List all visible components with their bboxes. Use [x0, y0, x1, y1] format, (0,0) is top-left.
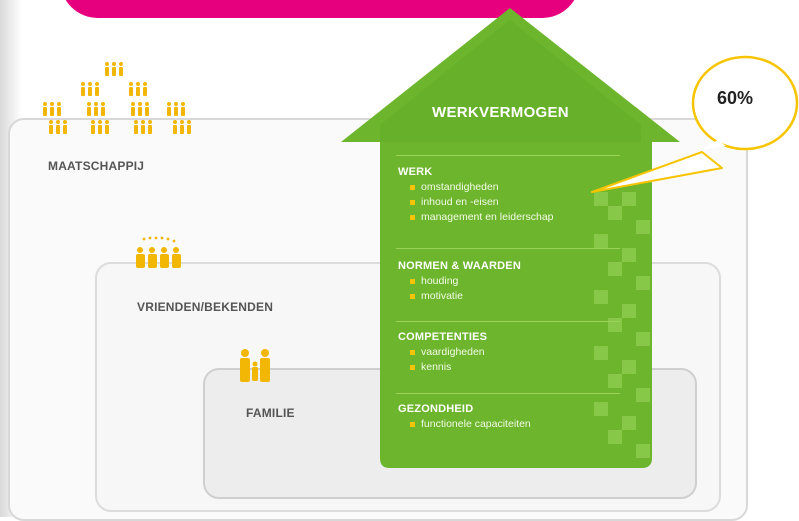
- list-item: houding: [398, 274, 521, 289]
- section-gezondheid: GEZONDHEID functionele capaciteiten: [398, 403, 531, 432]
- section-divider: [396, 155, 620, 156]
- section-heading: COMPETENTIES: [398, 331, 488, 343]
- bullet-icon: [410, 422, 415, 427]
- callout-value: 60%: [717, 88, 754, 108]
- bullet-icon: [410, 294, 415, 299]
- bullet-icon: [410, 185, 415, 190]
- section-divider: [396, 393, 620, 394]
- list-item: vaardigheden: [398, 345, 487, 360]
- list-item: inhoud en -eisen: [398, 195, 554, 210]
- section-heading: NORMEN & WAARDEN: [398, 260, 521, 272]
- item-text: houding: [421, 275, 459, 287]
- bullet-icon: [410, 279, 415, 284]
- item-text: inhoud en -eisen: [421, 196, 499, 208]
- section-normen-waarden: NORMEN & WAARDEN houding motivatie: [398, 260, 521, 304]
- list-item: functionele capaciteiten: [398, 417, 531, 432]
- list-item: omstandigheden: [398, 180, 554, 195]
- item-text: kennis: [421, 361, 452, 373]
- maatschappij-label: MAATSCHAPPIJ: [48, 159, 145, 173]
- list-item: motivatie: [398, 289, 521, 304]
- item-text: omstandigheden: [421, 181, 499, 193]
- list-item: management en leiderschap: [398, 210, 554, 225]
- bullet-icon: [410, 350, 415, 355]
- item-text: vaardigheden: [421, 346, 485, 358]
- bullet-icon: [410, 215, 415, 220]
- bullet-icon: [410, 200, 415, 205]
- section-divider: [396, 321, 620, 322]
- section-heading: GEZONDHEID: [398, 403, 474, 415]
- vrienden-label: VRIENDEN/BEKENDEN: [137, 300, 274, 314]
- item-text: motivatie: [421, 290, 464, 302]
- friends-group-icon: [136, 236, 181, 268]
- section-competenties: COMPETENTIES vaardigheden kennis: [398, 331, 487, 375]
- familie-label: FAMILIE: [246, 406, 295, 420]
- item-text: functionele capaciteiten: [421, 418, 531, 430]
- list-item: kennis: [398, 360, 487, 375]
- family-icon: [240, 349, 270, 382]
- top-banner: [60, 0, 580, 18]
- section-divider: [396, 248, 620, 249]
- section-heading: WERK: [398, 166, 433, 178]
- item-text: management en leiderschap: [421, 211, 554, 223]
- bullet-icon: [410, 365, 415, 370]
- section-werk: WERK omstandigheden inhoud en -eisen man…: [398, 166, 554, 225]
- house-title: WERKVERMOGEN: [432, 104, 569, 121]
